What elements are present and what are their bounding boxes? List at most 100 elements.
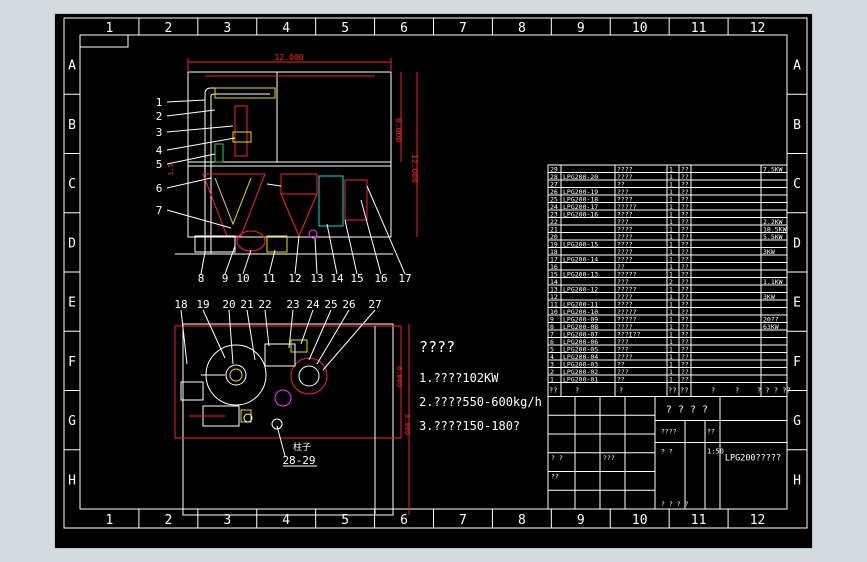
bom-item-code: LPG200-07: [563, 331, 598, 339]
col-label-top: 10: [632, 21, 648, 36]
bom-item-material: ??: [681, 248, 689, 256]
bom-item-no: 10: [550, 308, 558, 316]
col-label-top: 9: [577, 21, 585, 36]
bom-item-qty: 1: [669, 248, 673, 256]
bom-item-no: 5: [550, 346, 554, 354]
bom-item-name: ???: [617, 218, 629, 226]
plan-dimension-b: 8.000: [403, 414, 411, 435]
bom-item-no: 25: [550, 196, 558, 204]
bom-item-no: 4: [550, 353, 554, 361]
bom-item-name: ????: [617, 226, 633, 234]
bom-item-no: 15: [550, 271, 558, 279]
bom-item-qty: 1: [669, 218, 673, 226]
bom-item-code: LPG200-05: [563, 346, 598, 354]
bom-item-material: ??: [681, 331, 689, 339]
col-label-top: 8: [518, 21, 526, 36]
col-label-bottom: 1: [106, 513, 114, 528]
scrubber: [344, 179, 368, 221]
callout-number: 15: [350, 272, 363, 285]
bom-item-material: ??: [681, 361, 689, 369]
cyclone-top: [280, 173, 318, 195]
col-label-top: 1: [106, 21, 114, 36]
notes-title: ????: [419, 338, 455, 356]
plan-equipment-zone: [174, 325, 402, 439]
row-label-right: C: [793, 177, 801, 192]
bom-item-qty: 1: [669, 233, 673, 241]
col-label-bottom: 10: [632, 513, 648, 528]
bom-header-code: ?: [575, 387, 579, 395]
bom-item-code: LPG200-14: [563, 256, 598, 264]
bom-item-no: 1: [550, 376, 554, 384]
dimension-right-big: 12.000: [410, 154, 419, 183]
callout-number: 22: [258, 298, 271, 311]
bom-header-name: ?: [619, 387, 623, 395]
bom-item-qty: 1: [669, 226, 673, 234]
bom-item-no: 11: [550, 301, 558, 309]
cone-inner: [214, 177, 252, 226]
tb-cell-2: ???: [603, 454, 615, 462]
tb-cell-5: ??: [551, 473, 559, 481]
bom-item-code: LPG200-12: [563, 286, 598, 294]
bom-item-material: ??: [681, 166, 689, 174]
callout-number: 20: [222, 298, 235, 311]
bom-item-qty: 1: [669, 241, 673, 249]
bom-item-note: 3KW: [763, 248, 775, 256]
row-label-left: D: [68, 236, 76, 251]
bom-item-code: LPG200-17: [563, 203, 598, 211]
row-label-right: G: [793, 414, 801, 429]
col-label-top: 7: [459, 21, 467, 36]
callout-number: 21: [240, 298, 253, 311]
tb-cell-4: ??: [707, 428, 715, 436]
bom-item-qty: 1: [669, 323, 673, 331]
bom-item-material: ??: [681, 233, 689, 241]
bom-item-code: LPG200-20: [563, 173, 598, 181]
duct-left: [204, 87, 270, 254]
bom-item-no: 20: [550, 233, 558, 241]
bom-item-material: ??: [681, 353, 689, 361]
callout-number: 17: [398, 272, 411, 285]
bom-item-qty: 1: [669, 376, 673, 384]
bom-item-name: ????: [617, 166, 633, 174]
col-label-bottom: 11: [691, 513, 707, 528]
col-label-bottom: 12: [750, 513, 766, 528]
callout-number: 27: [368, 298, 381, 311]
bom-item-code: LPG200-15: [563, 241, 598, 249]
bom-item-name: ????: [617, 353, 633, 361]
callout-number: 24: [306, 298, 320, 311]
bom-item-note: 2.2KW: [763, 218, 783, 226]
bom-item-name: ?????: [617, 316, 637, 324]
bom-item-name: ????: [617, 173, 633, 181]
bom-item-material: ??: [681, 263, 689, 271]
bom-item-qty: 1: [669, 173, 673, 181]
connecting-pipe: [266, 183, 282, 187]
callout-number: 10: [236, 272, 249, 285]
row-label-left: F: [68, 355, 76, 370]
atomizer-inner: [229, 368, 243, 382]
bom-item-qty: 1: [669, 353, 673, 361]
callout-number: 7: [156, 204, 163, 217]
bom-item-material: ??: [681, 256, 689, 264]
callout-number: 2: [156, 110, 163, 123]
callout-number: 13: [310, 272, 323, 285]
bom-item-material: ??: [681, 188, 689, 196]
bag-filter: [318, 175, 344, 227]
bom-item-material: ??: [681, 211, 689, 219]
bom-item-code: LPG200-11: [563, 301, 598, 309]
bom-item-no: 23: [550, 211, 558, 219]
pump: [308, 229, 318, 239]
bom-item-no: 14: [550, 278, 558, 286]
bom-item-material: ??: [681, 196, 689, 204]
floor-level-mark: 1.5: [167, 163, 175, 176]
row-label-right: H: [793, 473, 801, 488]
col-label-top: 11: [691, 21, 707, 36]
bom-item-name: ??: [617, 181, 625, 189]
heater-top: [214, 87, 276, 99]
callout-number: 18: [174, 298, 187, 311]
column-label: 柱子: [293, 441, 311, 453]
col-label-top: 6: [400, 21, 408, 36]
bom-item-material: ??: [681, 308, 689, 316]
bom-item-no: 28: [550, 173, 558, 181]
bom-item-material: ??: [681, 376, 689, 384]
